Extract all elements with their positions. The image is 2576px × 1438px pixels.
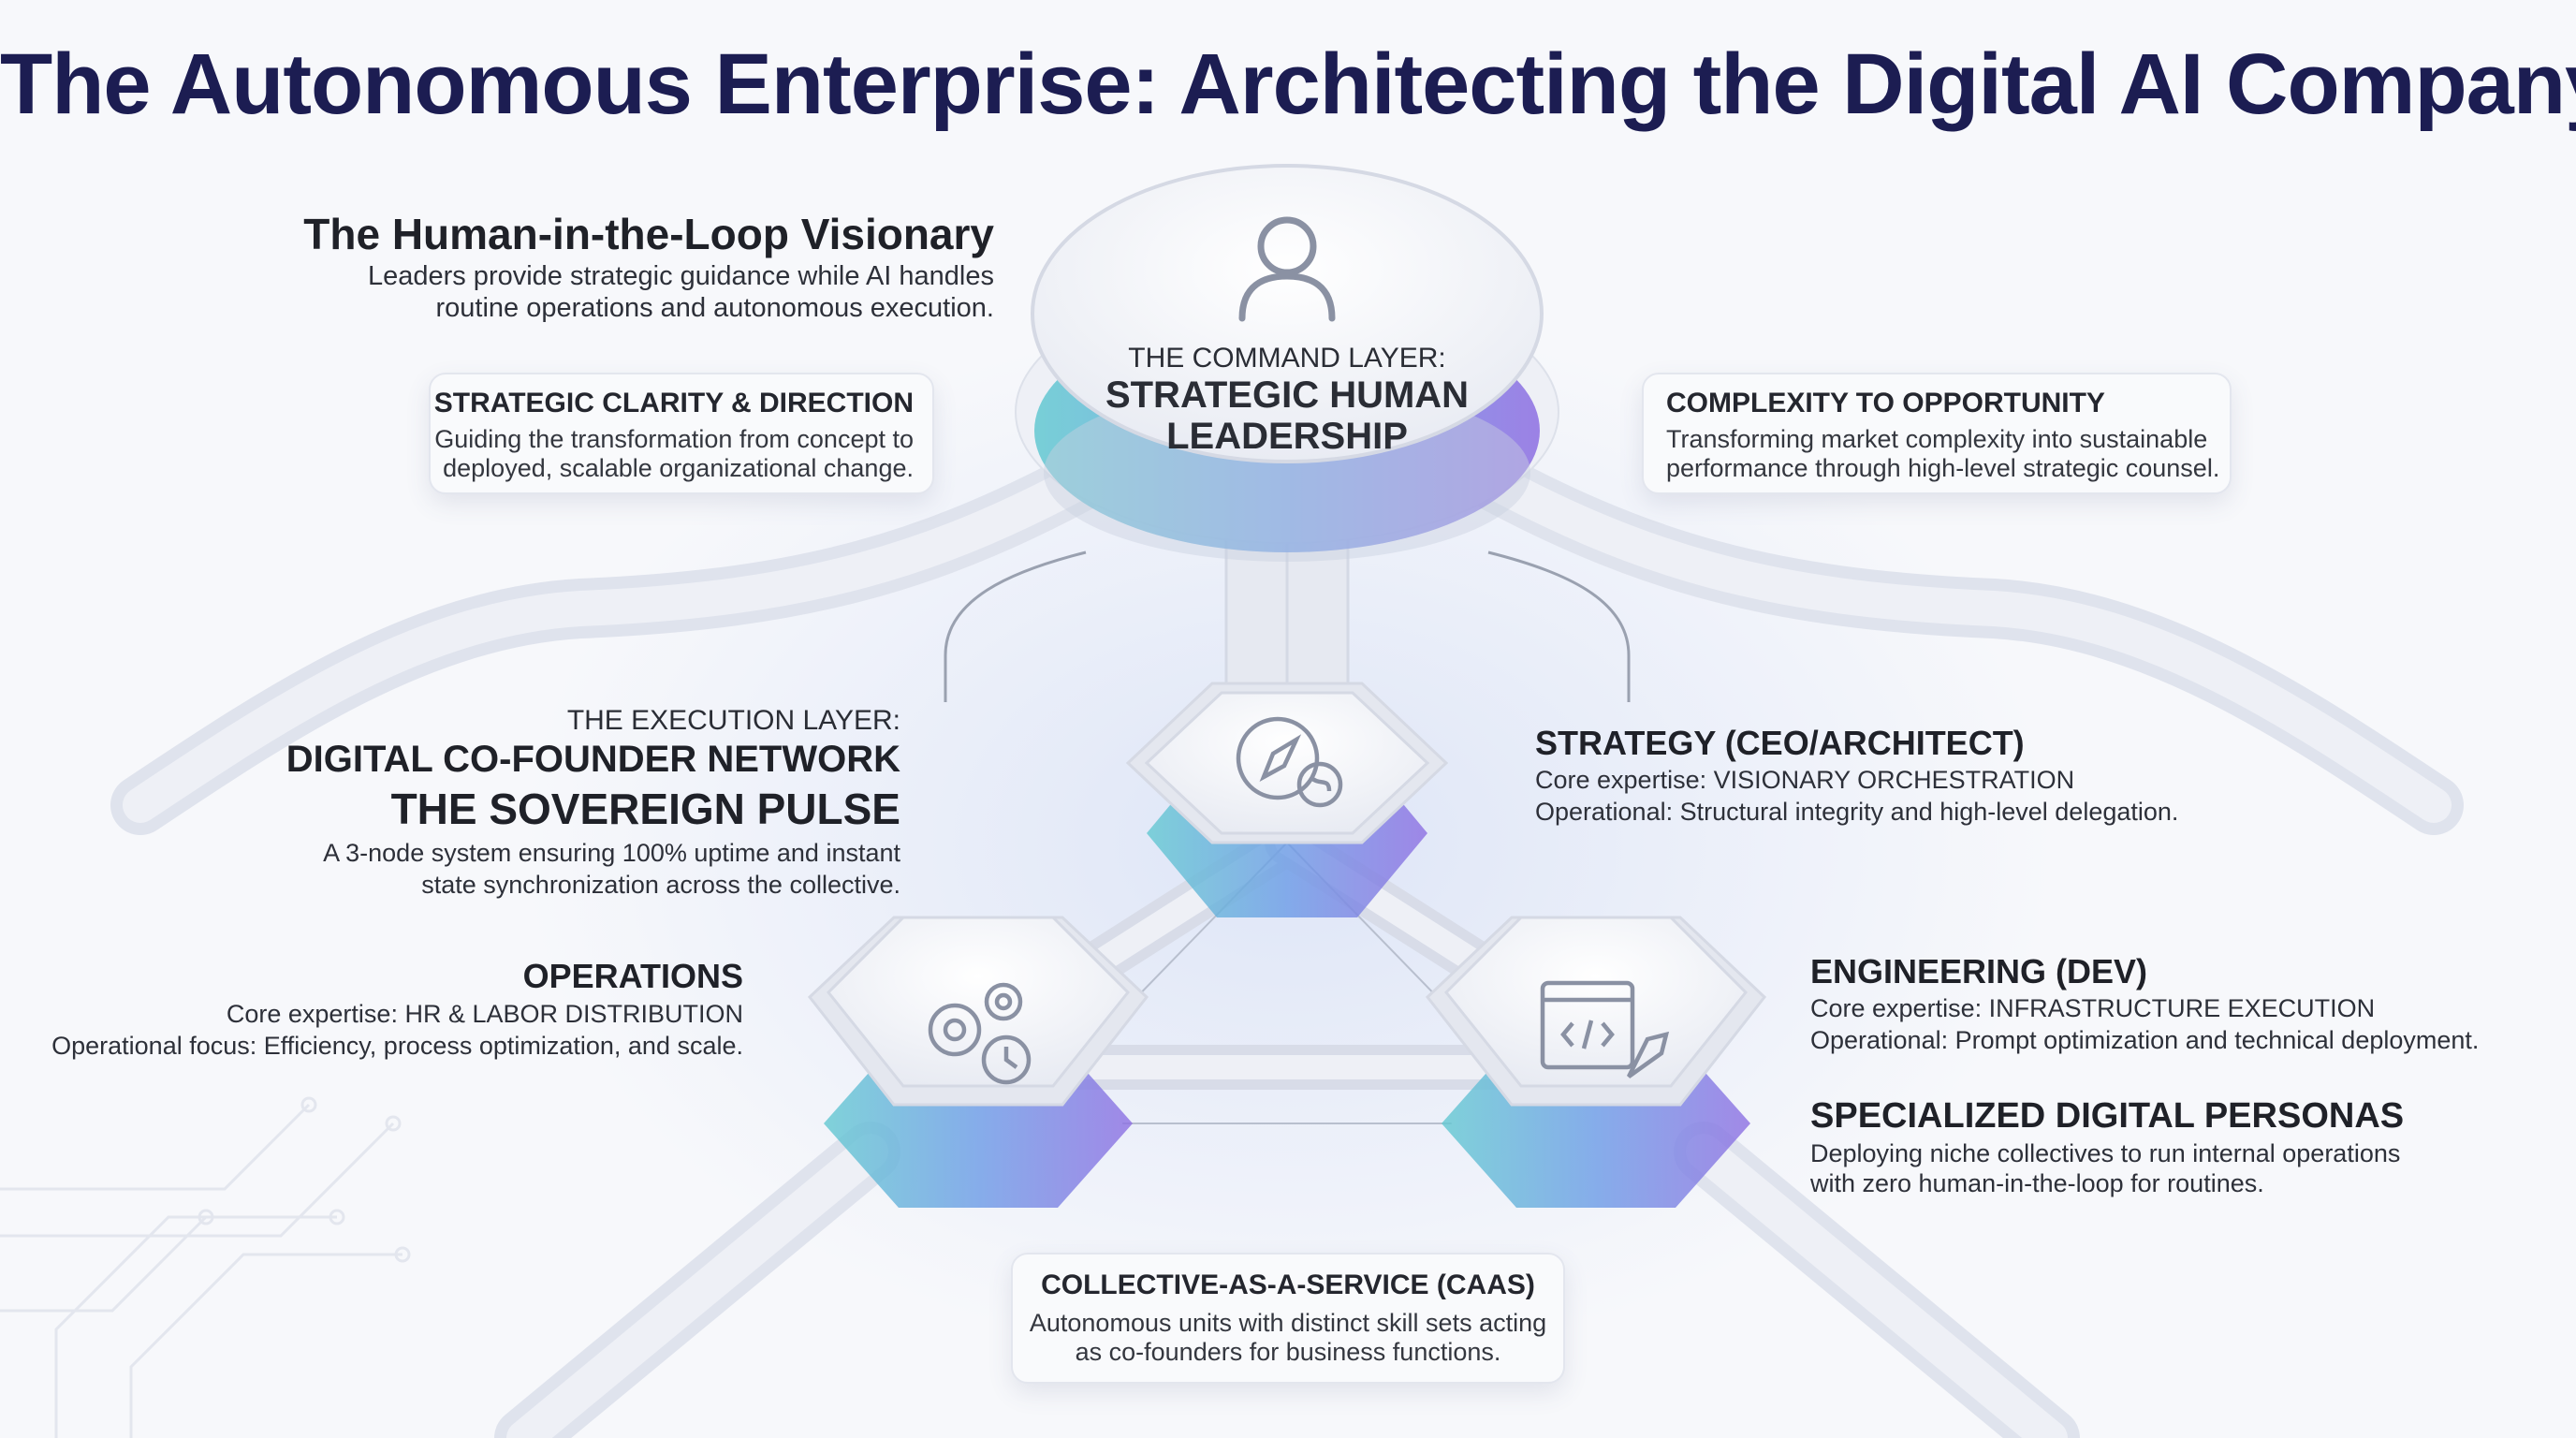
visionary-block: The Human-in-the-Loop Visionary Leaders … xyxy=(245,208,994,324)
engineering-title: ENGINEERING (DEV) xyxy=(1810,952,2148,990)
operations-line2: Operational focus: Efficiency, process o… xyxy=(51,1032,743,1060)
hex-operations xyxy=(807,916,1149,1208)
pipes xyxy=(110,438,2464,1438)
person-icon xyxy=(1238,216,1336,322)
personas-line1: Deploying niche collectives to run inter… xyxy=(1810,1139,2401,1167)
strategy-title: STRATEGY (CEO/ARCHITECT) xyxy=(1535,724,2025,762)
strategy-line2: Operational: Structural integrity and hi… xyxy=(1535,798,2179,826)
execution-layer-block: THE EXECUTION LAYER: DIGITAL CO-FOUNDER … xyxy=(152,704,900,901)
execution-layer-line1: A 3-node system ensuring 100% uptime and… xyxy=(323,839,900,867)
page-title: The Autonomous Enterprise: Architecting … xyxy=(0,37,2576,132)
visionary-line1: Leaders provide strategic guidance while… xyxy=(367,261,994,291)
execution-layer-line2: state synchronization across the collect… xyxy=(421,871,900,899)
personas-block: SPECIALIZED DIGITAL PERSONAS Deploying n… xyxy=(1810,1093,2559,1198)
sovereign-pulse-heading: THE SOVEREIGN PULSE xyxy=(390,785,900,833)
caas-card: COLLECTIVE-AS-A-SERVICE (CAAS) Autonomou… xyxy=(1011,1253,1565,1384)
hex-engineering xyxy=(1425,916,1767,1208)
execution-layer-label: THE EXECUTION LAYER: xyxy=(566,705,900,736)
strategy-block: STRATEGY (CEO/ARCHITECT) Core expertise:… xyxy=(1535,723,2378,828)
command-disc xyxy=(1015,164,1559,562)
operations-line1: Core expertise: HR & LABOR DISTRIBUTION xyxy=(226,1000,743,1028)
clarity-card-line2: deployed, scalable organizational change… xyxy=(443,454,914,482)
command-layer-line2: LEADERSHIP xyxy=(1166,416,1408,457)
engineering-line2: Operational: Prompt optimization and tec… xyxy=(1810,1026,2480,1054)
complexity-card: COMPLEXITY TO OPPORTUNITY Transforming m… xyxy=(1642,373,2232,494)
clarity-card-title: STRATEGIC CLARITY & DIRECTION xyxy=(433,388,914,418)
circuit-traces xyxy=(0,1096,411,1438)
complexity-card-line1: Transforming market complexity into sust… xyxy=(1666,425,2208,453)
caas-card-title: COLLECTIVE-AS-A-SERVICE (CAAS) xyxy=(1041,1269,1535,1300)
clarity-card: STRATEGIC CLARITY & DIRECTION Guiding th… xyxy=(429,373,934,494)
personas-line2: with zero human-in-the-loop for routines… xyxy=(1810,1169,2264,1197)
compass-brain-icon xyxy=(1236,716,1343,808)
hex-strategy xyxy=(1125,682,1449,917)
command-layer-block: THE COMMAND LAYER: STRATEGIC HUMAN LEADE… xyxy=(1053,343,1521,457)
engineering-block: ENGINEERING (DEV) Core expertise: INFRAS… xyxy=(1810,951,2559,1056)
visionary-title: The Human-in-the-Loop Visionary xyxy=(303,210,994,258)
strategy-line1: Core expertise: VISIONARY ORCHESTRATION xyxy=(1535,766,2075,794)
gears-clock-icon xyxy=(928,982,1032,1085)
complexity-card-line2: performance through high-level strategic… xyxy=(1666,454,2220,482)
visionary-line2: routine operations and autonomous execut… xyxy=(435,293,994,323)
execution-layer-heading: DIGITAL CO-FOUNDER NETWORK xyxy=(285,739,900,780)
caas-card-line1: Autonomous units with distinct skill set… xyxy=(1029,1309,1547,1337)
code-rocket-icon xyxy=(1540,980,1670,1078)
caas-card-line2: as co-founders for business functions. xyxy=(1075,1338,1501,1366)
complexity-card-title: COMPLEXITY TO OPPORTUNITY xyxy=(1666,388,2105,418)
clarity-card-line1: Guiding the transformation from concept … xyxy=(434,425,914,453)
command-layer-label: THE COMMAND LAYER: xyxy=(1128,343,1446,374)
engineering-line1: Core expertise: INFRASTRUCTURE EXECUTION xyxy=(1810,994,2376,1022)
command-layer-line1: STRATEGIC HUMAN xyxy=(1105,374,1470,416)
operations-title: OPERATIONS xyxy=(522,957,743,995)
operations-block: OPERATIONS Core expertise: HR & LABOR DI… xyxy=(32,955,743,1062)
personas-title: SPECIALIZED DIGITAL PERSONAS xyxy=(1810,1096,2405,1136)
